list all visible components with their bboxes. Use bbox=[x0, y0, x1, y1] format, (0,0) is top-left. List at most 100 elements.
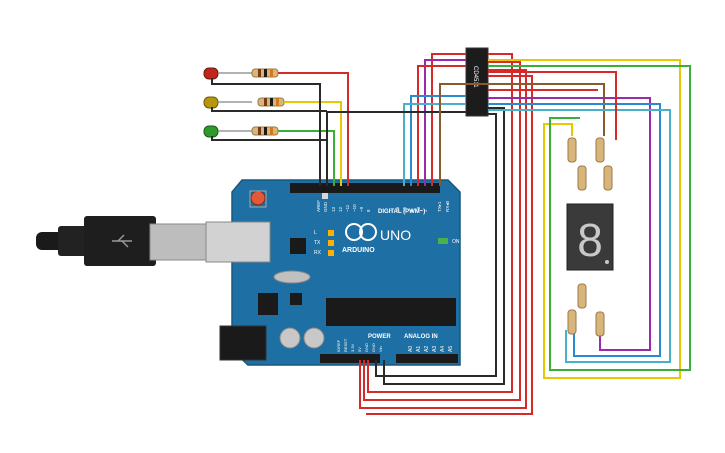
led-yellow[interactable] bbox=[203, 96, 252, 109]
pin-label: TX▸1 bbox=[437, 201, 442, 212]
wire-green[interactable] bbox=[278, 130, 335, 186]
aref-label: AREF bbox=[316, 200, 321, 212]
wire-red[interactable] bbox=[417, 65, 466, 186]
chip-wires bbox=[328, 53, 691, 415]
wire-yellow[interactable] bbox=[488, 59, 681, 379]
pin-label: ~5 bbox=[402, 206, 407, 212]
pin-label: ~11 bbox=[345, 204, 350, 212]
seven-segment-display[interactable]: 8 bbox=[566, 203, 614, 271]
pin-label: 4 bbox=[409, 209, 414, 212]
pin-label: 5V bbox=[357, 347, 362, 352]
pin-label: ~6 bbox=[395, 206, 400, 212]
digital-label: DIGITAL (PWM~) bbox=[378, 209, 425, 215]
pin-label: A1 bbox=[416, 346, 422, 352]
wire-black[interactable] bbox=[375, 113, 497, 377]
model-label: UNO bbox=[380, 227, 411, 243]
pin-label: ~3 bbox=[416, 206, 421, 212]
wire-teal[interactable] bbox=[403, 103, 466, 186]
l-label: L bbox=[314, 230, 317, 236]
power-header bbox=[320, 354, 380, 363]
arduino-board: ARDUINO UNO ON L TX RX DIGITAL (PWM~) PO… bbox=[205, 179, 461, 366]
usb-symbol-icon bbox=[112, 234, 132, 248]
wire-teal[interactable] bbox=[488, 109, 671, 363]
pin-label: A5 bbox=[448, 346, 454, 352]
wire-black[interactable] bbox=[211, 136, 327, 141]
chip-label: CD4511 bbox=[472, 66, 478, 88]
digital-header bbox=[290, 183, 440, 193]
pin-label: RX◂0 bbox=[445, 200, 450, 212]
pin-label: IOREF bbox=[336, 339, 341, 352]
resistor[interactable] bbox=[595, 137, 605, 163]
tx-label: TX bbox=[314, 240, 321, 246]
wire-red[interactable] bbox=[363, 61, 521, 401]
pin-label: 12 bbox=[338, 206, 343, 212]
resistor[interactable] bbox=[577, 165, 587, 191]
pin-label: 8 bbox=[366, 209, 371, 212]
crystal bbox=[273, 270, 311, 284]
capacitor bbox=[279, 327, 301, 349]
pin-label: RESET bbox=[343, 338, 348, 352]
wire-black[interactable] bbox=[211, 107, 327, 112]
pin-label: A0 bbox=[408, 346, 414, 352]
resistor[interactable] bbox=[595, 311, 605, 337]
wire-blue[interactable] bbox=[488, 103, 661, 357]
led-red[interactable] bbox=[203, 67, 252, 80]
wire-red[interactable] bbox=[366, 75, 533, 415]
resistor[interactable] bbox=[257, 97, 285, 107]
decimal-point bbox=[605, 260, 609, 264]
pin-label: ~10 bbox=[352, 204, 357, 212]
led-wires bbox=[211, 72, 349, 186]
wire-yellow[interactable] bbox=[284, 101, 342, 186]
pin-label: Vin bbox=[378, 346, 383, 352]
wire-blue[interactable] bbox=[410, 95, 466, 186]
analog-label: ANALOG IN bbox=[404, 334, 438, 340]
display-resistors bbox=[567, 137, 613, 337]
atmega-chip bbox=[326, 298, 456, 326]
resistor[interactable] bbox=[251, 68, 279, 78]
capacitor bbox=[303, 327, 325, 349]
resistor[interactable] bbox=[567, 137, 577, 163]
resistor[interactable] bbox=[603, 165, 613, 191]
wire-green[interactable] bbox=[488, 65, 691, 371]
display-digit: 8 bbox=[577, 214, 603, 266]
rx-label: RX bbox=[314, 250, 322, 256]
wire-red[interactable] bbox=[359, 69, 527, 409]
wire-brown[interactable] bbox=[488, 83, 605, 136]
gnd-label: GND bbox=[323, 201, 328, 212]
pin-label: 7 bbox=[388, 209, 393, 212]
wire-red[interactable] bbox=[367, 53, 513, 393]
arduino-logo-icon bbox=[345, 223, 363, 241]
analog-pin-labels: A0 A1 A2 A3 A4 A5 bbox=[408, 346, 454, 352]
brand-label: ARDUINO bbox=[342, 247, 375, 254]
wire-brown[interactable] bbox=[439, 83, 488, 186]
pin-label: A4 bbox=[440, 346, 446, 352]
analog-header bbox=[396, 354, 458, 363]
resistor[interactable] bbox=[251, 126, 279, 136]
power-label: POWER bbox=[368, 334, 391, 340]
on-led bbox=[438, 238, 448, 244]
reset-button[interactable] bbox=[250, 190, 266, 206]
pin-label: 3.3V bbox=[350, 343, 355, 352]
pin-label: 13 bbox=[331, 206, 336, 212]
on-label: ON bbox=[452, 239, 460, 245]
wire-red[interactable] bbox=[431, 53, 466, 186]
pin-label: GND bbox=[364, 343, 369, 352]
pin-label: A3 bbox=[432, 346, 438, 352]
wire-black[interactable] bbox=[211, 78, 321, 186]
wire-red[interactable] bbox=[278, 72, 349, 186]
resistor[interactable] bbox=[567, 309, 577, 335]
wire-purple[interactable] bbox=[488, 97, 651, 351]
pin-label: GND bbox=[371, 343, 376, 352]
digital-pin-labels: 13 12 ~11 ~10 ~9 8 7 ~6 ~5 4 ~3 2 TX▸1 R… bbox=[331, 200, 450, 212]
resistor[interactable] bbox=[577, 283, 587, 309]
wire-black[interactable] bbox=[383, 107, 505, 385]
pin-label: A2 bbox=[424, 346, 430, 352]
wire-purple[interactable] bbox=[424, 59, 466, 186]
decoder-chip[interactable]: CD4511 bbox=[465, 47, 489, 117]
pin-label: ~9 bbox=[359, 206, 364, 212]
pin-label: 2 bbox=[423, 209, 428, 212]
power-pin-labels: IOREF RESET 3.3V 5V GND GND Vin bbox=[336, 338, 383, 352]
led-green[interactable] bbox=[203, 125, 252, 138]
wire-red[interactable] bbox=[488, 71, 617, 140]
